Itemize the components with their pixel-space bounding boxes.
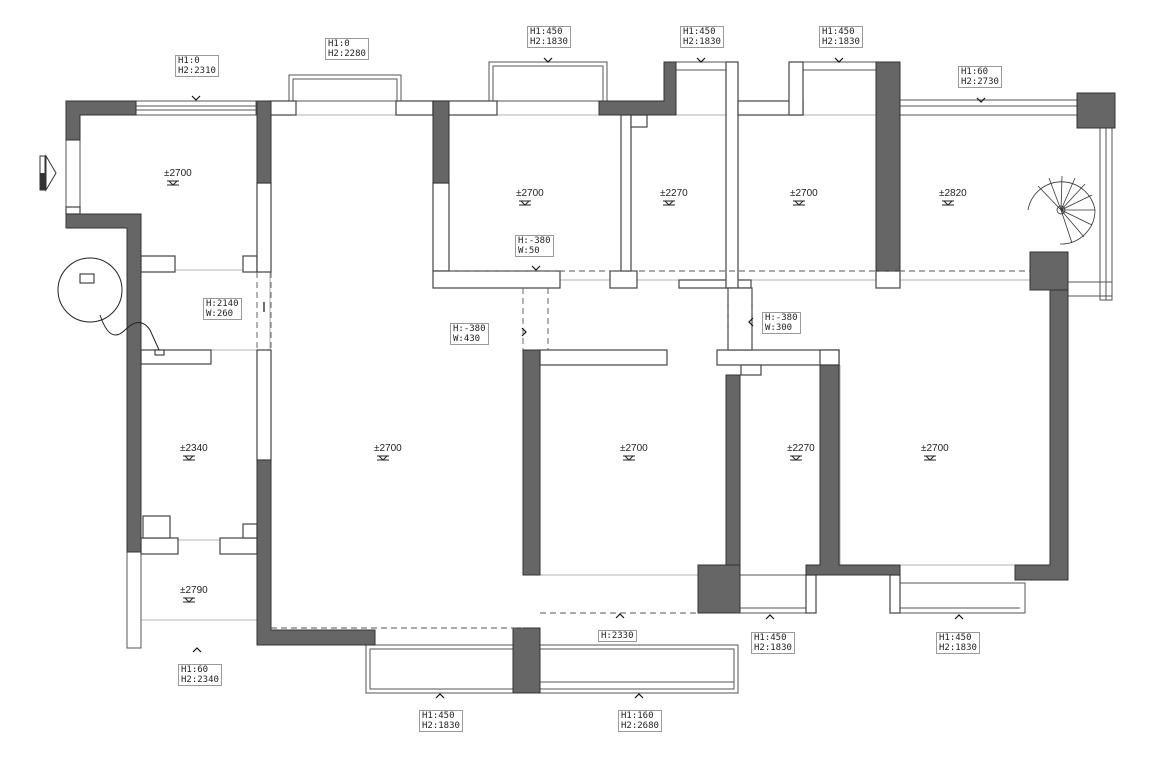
- beam-lines: [256, 270, 1030, 629]
- level-marker-icon: [377, 455, 389, 461]
- structural-walls: [65, 61, 1116, 694]
- opening-label-w11: H1:450 H2:1830: [936, 632, 980, 654]
- opening-h1: H1:0: [178, 56, 200, 66]
- level-marker-icon: [924, 455, 936, 461]
- opening-label-w3: H1:450 H2:1830: [527, 26, 571, 48]
- opening-label-w9: H1:160 H2:2680: [618, 710, 662, 732]
- opening-h2: H2:2310: [178, 66, 216, 76]
- opening-h1: H1:0: [328, 39, 350, 49]
- level-marker-icon: [183, 455, 195, 461]
- room-height-r4: ±2700: [790, 188, 818, 206]
- opening-label-w7: H1:60 H2:2340: [178, 664, 222, 686]
- opening-markers: [191, 57, 986, 699]
- level-marker-icon: [519, 200, 531, 206]
- opening-h2: H2:1830: [822, 37, 860, 47]
- beam-w: W:300: [765, 323, 793, 333]
- level-marker-icon: [167, 180, 179, 186]
- level-marker-icon: [183, 597, 195, 603]
- opening-h2: H2:1830: [422, 721, 460, 731]
- window-frames: [65, 61, 1113, 694]
- opening-h1: H1:450: [530, 27, 563, 37]
- opening-label-w4: H1:450 H2:1830: [680, 26, 724, 48]
- opening-h2: H2:1830: [683, 37, 721, 47]
- room-height-r8: ±2700: [620, 443, 648, 461]
- opening-h1: H1:450: [939, 633, 972, 643]
- room-height-text: ±2820: [939, 188, 967, 199]
- opening-h2: H2:1830: [530, 37, 568, 47]
- opening-h1: H1:60: [181, 665, 209, 675]
- beam-w: W:50: [518, 246, 540, 256]
- room-height-r2: ±2700: [516, 188, 544, 206]
- beam-h: H:2330: [601, 631, 634, 641]
- room-height-text: ±2700: [790, 188, 818, 199]
- opening-label-w2: H1:0 H2:2280: [325, 38, 369, 60]
- beam-h: H:-380: [765, 313, 798, 323]
- opening-h1: H1:450: [422, 711, 455, 721]
- opening-label-w8: H1:450 H2:1830: [419, 710, 463, 732]
- level-marker-icon: [623, 455, 635, 461]
- beam-w: W:430: [453, 334, 481, 344]
- opening-h2: H2:2280: [328, 49, 366, 59]
- room-height-text: ±2700: [374, 443, 402, 454]
- opening-label-w6: H1:60 H2:2730: [958, 66, 1002, 88]
- beam-label-b2: H:2140 W:260: [203, 298, 242, 320]
- room-height-text: ±2270: [787, 443, 815, 454]
- room-height-text: ±2340: [180, 443, 208, 454]
- opening-label-w5: H1:450 H2:1830: [819, 26, 863, 48]
- opening-h1: H1:450: [822, 27, 855, 37]
- opening-h1: H1:160: [621, 711, 654, 721]
- room-height-r6: ±2340: [180, 443, 208, 461]
- level-marker-icon: [942, 200, 954, 206]
- level-marker-icon: [793, 200, 805, 206]
- room-height-text: ±2790: [180, 585, 208, 596]
- opening-h1: H1:450: [754, 633, 787, 643]
- beam-label-b4: H:-380 W:300: [762, 312, 801, 334]
- opening-label-w10: H1:450 H2:1830: [751, 632, 795, 654]
- beam-label-b3: H:-380 W:430: [450, 323, 489, 345]
- room-height-text: ±2700: [164, 168, 192, 179]
- room-height-text: ±2700: [620, 443, 648, 454]
- room-height-r11: ±2790: [180, 585, 208, 603]
- room-height-text: ±2700: [516, 188, 544, 199]
- room-height-r10: ±2700: [921, 443, 949, 461]
- opening-h2: H2:2680: [621, 721, 659, 731]
- opening-h1: H1:60: [961, 67, 989, 77]
- room-outlines: [136, 114, 1070, 630]
- room-height-r7: ±2700: [374, 443, 402, 461]
- room-height-text: ±2700: [921, 443, 949, 454]
- equipment-circle: [57, 257, 165, 356]
- spiral-staircase: [1027, 175, 1096, 245]
- opening-h2: H2:1830: [939, 643, 977, 653]
- room-height-r1: ±2700: [164, 168, 192, 186]
- opening-label-w1: H1:0 H2:2310: [175, 55, 219, 77]
- opening-h2: H2:2730: [961, 77, 999, 87]
- room-height-text: ±2270: [660, 188, 688, 199]
- beam-h: H:-380: [453, 324, 486, 334]
- opening-h2: H2:1830: [754, 643, 792, 653]
- level-marker-icon: [790, 455, 802, 461]
- beam-h: H:2140: [206, 299, 239, 309]
- beam-label-b1: H:-380 W:50: [515, 235, 554, 257]
- beam-h: H:-380: [518, 236, 551, 246]
- room-height-r5: ±2820: [939, 188, 967, 206]
- room-height-r9: ±2270: [787, 443, 815, 461]
- beam-w: W:260: [206, 309, 234, 319]
- opening-h2: H2:2340: [181, 675, 219, 685]
- room-height-r3: ±2270: [660, 188, 688, 206]
- beam-label-b5: H:2330: [598, 630, 637, 642]
- opening-h1: H1:450: [683, 27, 716, 37]
- north-arrow: [39, 154, 57, 192]
- level-marker-icon: [663, 200, 675, 206]
